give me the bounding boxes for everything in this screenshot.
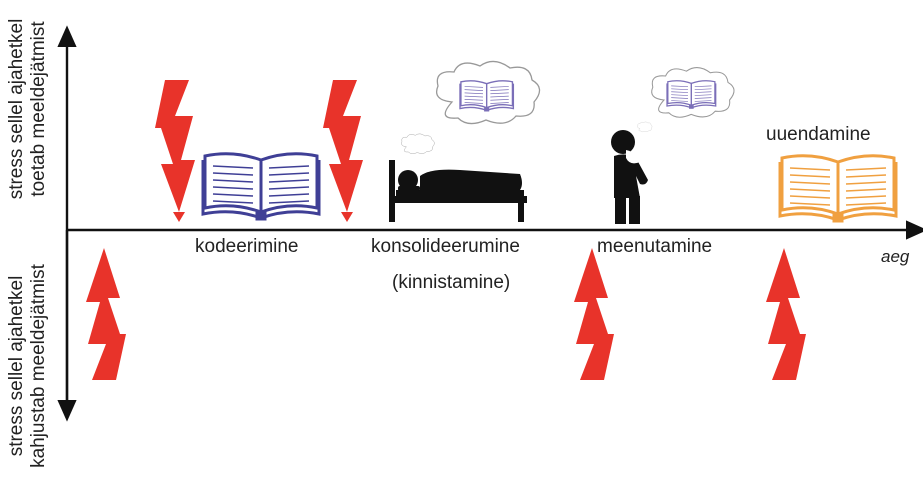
open-book-icon	[780, 156, 896, 222]
stage-label-reconsolidation: uuendamine	[766, 124, 871, 146]
stage-label-retrieval: meenutamine	[597, 236, 712, 258]
stage-label-encoding: kodeerimine	[195, 236, 299, 258]
lightning-icon	[323, 80, 363, 222]
lower-axis-label: stress sellel ajahetkel kahjustab meelde…	[6, 253, 50, 479]
lightning-icon	[766, 248, 806, 380]
lightning-icon	[86, 248, 126, 380]
stage-sublabel-consolidation: (kinnistamine)	[392, 272, 510, 294]
open-book-icon	[203, 154, 319, 220]
lower-axis-label-line2: kahjustab meeldejätmist	[28, 253, 50, 479]
lower-axis-label-line1: stress sellel ajahetkel	[6, 253, 28, 479]
lightning-icon	[574, 248, 614, 380]
thought-cloud-icon	[401, 134, 434, 154]
upper-axis-label: stress sellel ajahetkel toetab meeldejät…	[6, 0, 50, 218]
thought-cloud-icon	[638, 122, 652, 132]
sleeping-person-icon	[389, 160, 527, 222]
lightning-icon	[155, 80, 195, 222]
upper-axis-label-line1: stress sellel ajahetkel	[6, 0, 28, 218]
axis-label-time: aeg	[881, 247, 909, 267]
upper-axis-label-line2: toetab meeldejätmist	[28, 0, 50, 218]
thinking-person-icon	[611, 130, 648, 224]
stage-label-consolidation: konsolideerumine	[371, 236, 520, 258]
